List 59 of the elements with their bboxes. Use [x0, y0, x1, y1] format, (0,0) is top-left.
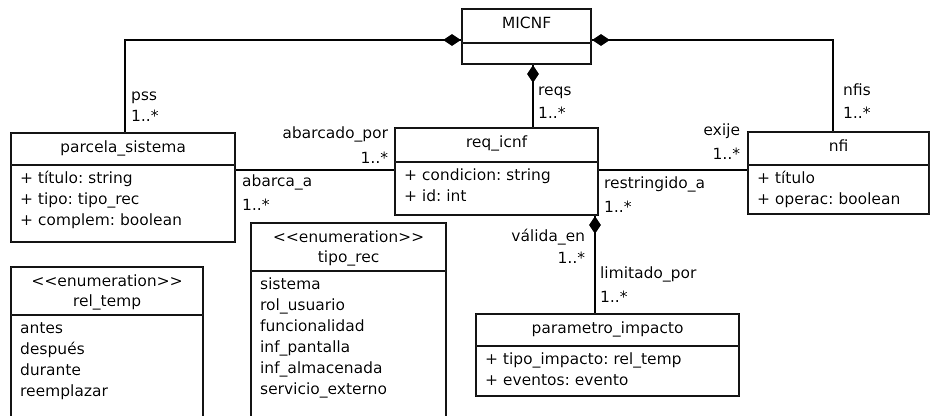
class-name: rel_temp	[72, 291, 142, 311]
role-label: abarcado_por	[282, 123, 388, 143]
class-box	[461, 8, 592, 65]
attribute-text: + título	[757, 168, 815, 189]
composition-line	[589, 216, 601, 313]
attribute-text: + título: string	[20, 168, 133, 189]
multiplicity-label: 1..*	[242, 195, 270, 215]
multiplicity-label: 1..*	[600, 287, 628, 307]
attribute-text: + condicion: string	[404, 165, 551, 186]
class-name: req_icnf	[466, 132, 528, 152]
attribute-text: + tipo_impacto: rel_temp	[485, 349, 682, 370]
attribute-text: + complem: boolean	[20, 210, 182, 231]
stereotype-label: <<enumeration>>	[31, 271, 183, 291]
attribute-text: + tipo: tipo_rec	[20, 189, 140, 210]
class-box	[394, 127, 599, 216]
role-label: abarca_a	[242, 171, 312, 191]
composition-line	[124, 34, 461, 132]
multiplicity-label: 1..*	[360, 148, 388, 168]
multiplicity-label: 1..*	[712, 144, 740, 164]
class-name: tipo_rec	[318, 247, 380, 267]
role-label: pss	[131, 85, 157, 105]
enumeration-literal: rol_usuario	[260, 295, 345, 316]
enumeration-literal: inf_almacenada	[260, 358, 382, 379]
role-label: exije	[703, 120, 740, 140]
class-box	[10, 132, 236, 243]
role-label: limitado_por	[600, 263, 696, 283]
role-label: válida_en	[511, 226, 585, 246]
enumeration-literal: después	[20, 339, 85, 360]
enumeration-literal: inf_pantalla	[260, 337, 350, 358]
attribute-text: + eventos: evento	[485, 370, 628, 391]
stereotype-label: <<enumeration>>	[272, 227, 424, 247]
multiplicity-label: 1..*	[558, 248, 585, 268]
association-line	[236, 169, 394, 171]
enumeration-literal: sistema	[260, 274, 321, 295]
attribute-text: + id: int	[404, 186, 466, 207]
class-name: MICNF	[502, 13, 552, 33]
role-label: nfis	[843, 80, 871, 100]
association-line	[599, 169, 747, 171]
class-name: parcela_sistema	[60, 137, 186, 157]
role-label: restringido_a	[604, 173, 705, 193]
class-name: nfi	[828, 136, 848, 156]
role-label: reqs	[538, 80, 572, 100]
enumeration-literal: servicio_externo	[260, 379, 387, 400]
enumeration-literal: durante	[20, 360, 81, 381]
class-name: parametro_impacto	[531, 318, 684, 338]
multiplicity-label: 1..*	[131, 106, 158, 126]
enumeration-class-box	[250, 222, 447, 416]
multiplicity-label: 1..*	[843, 103, 870, 123]
enumeration-literal: antes	[20, 318, 64, 339]
multiplicity-label: 1..*	[604, 197, 632, 217]
attribute-text: + operac: boolean	[757, 189, 900, 210]
enumeration-class-box	[10, 266, 204, 416]
multiplicity-label: 1..*	[538, 103, 566, 123]
composition-line	[527, 65, 539, 127]
enumeration-literal: funcionalidad	[260, 316, 365, 337]
enumeration-literal: reemplazar	[20, 381, 108, 402]
class-box	[475, 313, 740, 397]
composition-line	[592, 34, 834, 131]
class-box	[747, 131, 930, 215]
